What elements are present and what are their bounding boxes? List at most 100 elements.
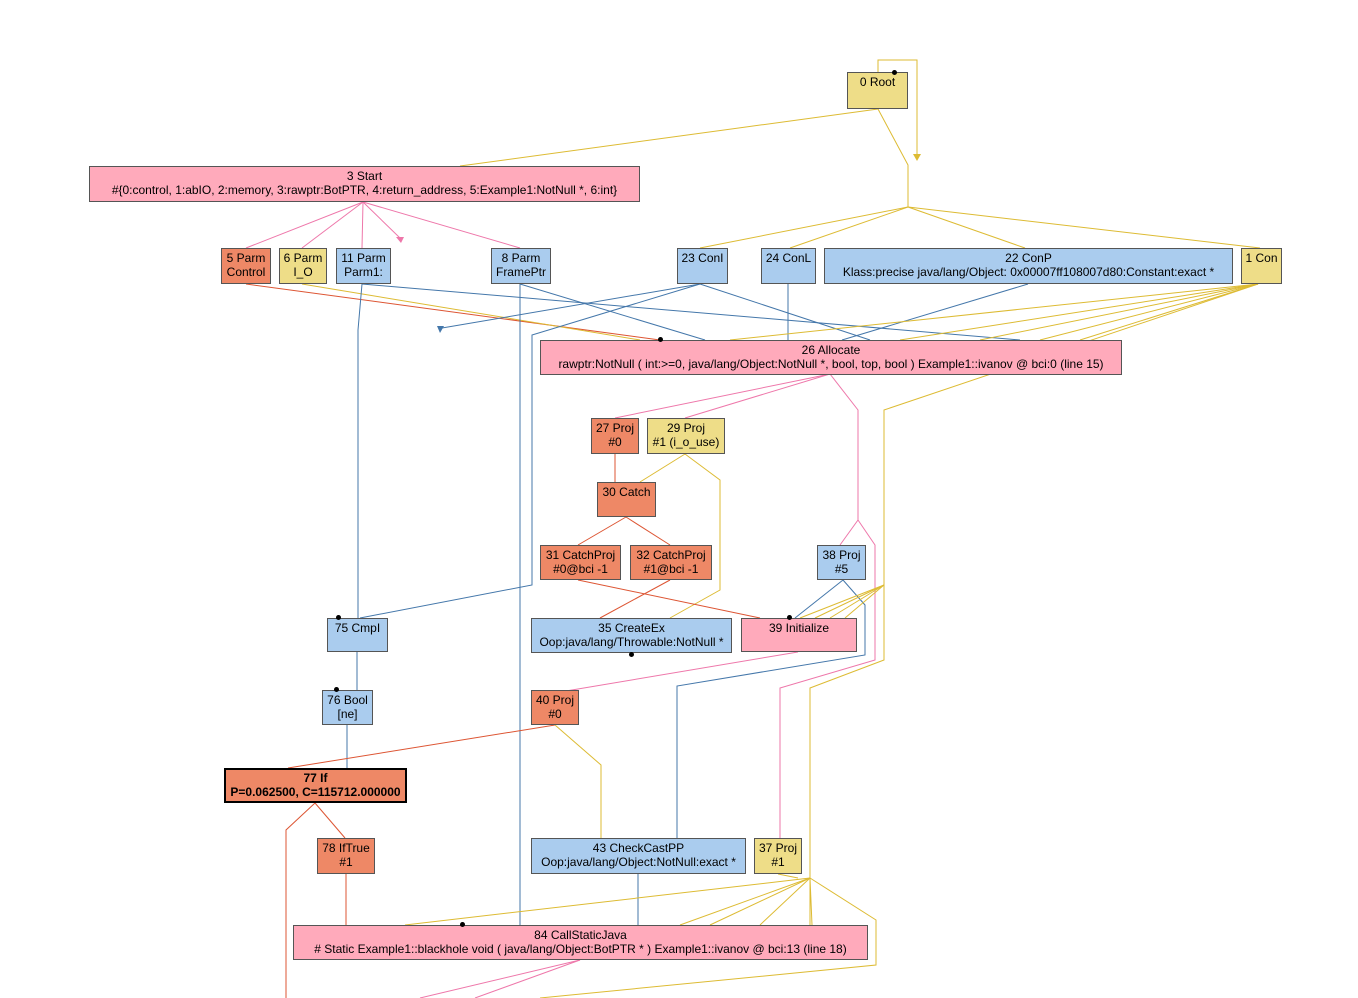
edge-con-call-2 (679, 877, 811, 926)
node-detail: #0 (608, 435, 622, 449)
edge-cp31-init (577, 579, 761, 619)
edge-proj29-catch (639, 453, 686, 483)
node-detail: Control (226, 265, 266, 279)
node-title: 37 Proj (758, 841, 798, 855)
node-title: 1 Con (1245, 251, 1278, 265)
edge-if-down (285, 802, 316, 998)
edge-root-start (459, 108, 879, 167)
node-37-proj[interactable]: 37 Proj#1 (754, 838, 802, 874)
node-title: 30 Catch (602, 485, 651, 499)
edge-proj29-create (669, 453, 721, 619)
arrowhead (437, 326, 444, 333)
node-detail: Klass:precise java/lang/Object: 0x00007f… (842, 265, 1215, 279)
node-23-coni[interactable]: 23 ConI (677, 248, 728, 284)
edge-start-parm6 (301, 201, 364, 249)
node-title: 31 CatchProj (545, 548, 616, 562)
edge-alloc-proj27 (614, 373, 831, 419)
node-detail: Oop:java/lang/Object:NotNull:exact * (541, 855, 736, 869)
edge-alloc-proj38 (829, 373, 859, 546)
node-title: 3 Start (346, 169, 383, 183)
node-75-cmpi[interactable]: 75 CmpI (327, 618, 388, 652)
node-title: 32 CatchProj (636, 548, 706, 562)
port-dot (892, 70, 897, 75)
node-title: 26 Allocate (801, 343, 861, 357)
node-31-catchproj[interactable]: 31 CatchProj#0@bci -1 (540, 545, 621, 580)
edge-con-call-6 (539, 877, 877, 998)
node-detail: # Static Example1::blackhole void ( java… (314, 942, 847, 956)
node-30-catch[interactable]: 30 Catch (597, 482, 656, 517)
edge-con-init-3 (829, 584, 885, 619)
edge-call-out-2 (474, 959, 581, 998)
edge-root-merge (877, 108, 909, 207)
edge-start-parm5 (245, 201, 364, 249)
node-detail: I_O (293, 265, 313, 279)
node-29-proj[interactable]: 29 Proj#1 (i_o_use) (647, 418, 725, 454)
node-27-proj[interactable]: 27 Proj#0 (591, 418, 639, 454)
edge-parm11-cmpi (357, 283, 363, 618)
edge-con-call-4 (759, 877, 811, 926)
node-detail: Oop:java/lang/Throwable:NotNull * (539, 635, 724, 649)
edge-parm5-alloc (245, 283, 661, 341)
port-dot (658, 337, 663, 342)
edge-con-alloc-4 (1039, 283, 1259, 341)
node-detail: #0@bci -1 (553, 562, 608, 576)
node-detail: #0 (548, 707, 562, 721)
node-3-start[interactable]: 3 Start#{0:control, 1:abIO, 2:memory, 3:… (89, 166, 640, 202)
edge-con-alloc-2 (899, 283, 1259, 341)
node-40-proj[interactable]: 40 Proj#0 (531, 690, 579, 725)
edge-start-parm8 (362, 201, 521, 249)
node-detail: #1 (i_o_use) (652, 435, 720, 449)
arrowhead (913, 154, 921, 161)
node-title: 24 ConL (765, 251, 812, 265)
edge-proj37-bottom (777, 873, 799, 879)
node-detail: [ne] (337, 707, 358, 721)
node-76-bool[interactable]: 76 Bool[ne] (322, 690, 373, 725)
edge-con-alloc-3 (979, 283, 1259, 341)
edge-proj40-if (287, 724, 556, 769)
node-38-proj[interactable]: 38 Proj#5 (817, 545, 866, 580)
edge-parm6-alloc (301, 283, 641, 341)
node-title: 29 Proj (666, 421, 706, 435)
edge-con-init-1 (799, 584, 885, 619)
node-detail: #5 (834, 562, 849, 576)
edge-parm11-alloc (361, 283, 1021, 341)
node-78-iftrue[interactable]: 78 IfTrue#1 (317, 838, 375, 874)
edge-coni-left (441, 283, 701, 329)
node-24-conl[interactable]: 24 ConL (761, 248, 816, 284)
node-title: 11 Parm (341, 251, 386, 265)
edge-proj40-check (554, 724, 602, 838)
edge-con-down (809, 283, 1259, 925)
edge-coni-alloc (699, 283, 871, 341)
node-detail: #1 (339, 855, 353, 869)
node-32-catchproj[interactable]: 32 CatchProj#1@bci -1 (630, 545, 712, 580)
edge-root-conl (789, 206, 909, 249)
port-dot (629, 652, 634, 657)
edge-parm8-alloc (519, 283, 706, 341)
node-title: 39 Initialize (768, 621, 830, 635)
node-detail: #1@bci -1 (643, 562, 699, 576)
edge-cp32-create (599, 579, 671, 619)
port-dot (336, 615, 341, 620)
node-39-initialize[interactable]: 39 Initialize (741, 618, 857, 652)
node-detail: Parm1: (344, 265, 383, 279)
edge-con-init-4 (844, 584, 885, 619)
edge-root-conp (907, 206, 1026, 249)
node-84-callstaticjava[interactable]: 84 CallStaticJava# Static Example1::blac… (293, 925, 868, 960)
node-detail: #1 (771, 855, 785, 869)
node-title: 75 CmpI (334, 621, 381, 635)
edge-con-call-3 (709, 877, 811, 926)
edge-alloc-proj29 (684, 373, 831, 419)
node-1-con[interactable]: 1 Con (1241, 248, 1282, 284)
node-0-root[interactable]: 0 Root (847, 72, 908, 109)
edge-con-call-5 (809, 877, 813, 926)
node-title: 40 Proj (535, 693, 575, 707)
